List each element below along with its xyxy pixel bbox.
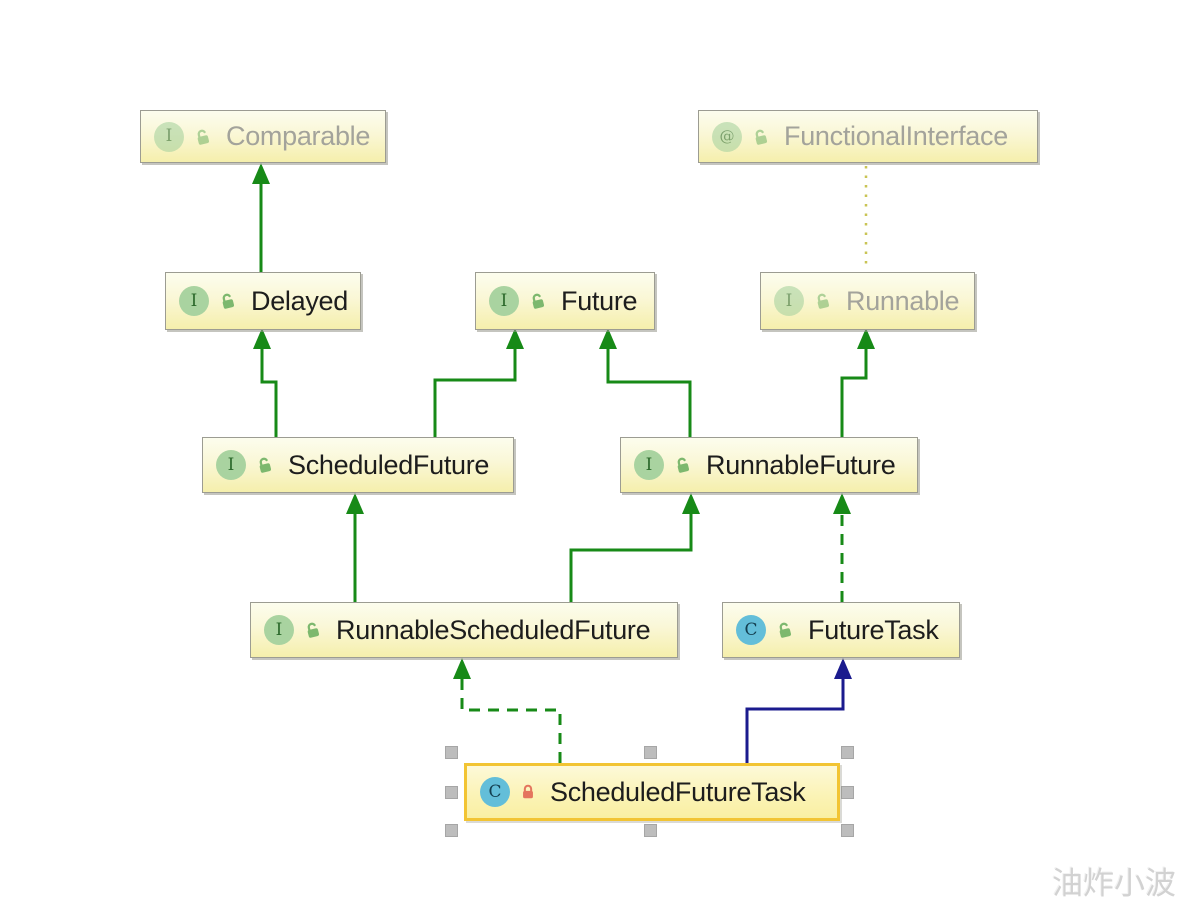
open-lock-icon <box>775 619 795 641</box>
open-lock-icon <box>813 290 833 312</box>
interface-icon: I <box>634 450 664 480</box>
arrowhead-delayed-comparable <box>252 163 270 184</box>
interface-icon: I <box>489 286 519 316</box>
interface-icon: I <box>154 121 184 152</box>
node-label: ScheduledFutureTask <box>550 776 806 807</box>
open-lock-icon <box>303 619 323 641</box>
arrowhead-futuretask-runnablefuture <box>833 493 851 514</box>
watermark-text: 油炸小波 <box>1052 866 1176 901</box>
annotation-icon: @ <box>712 121 742 152</box>
interface-icon: I <box>179 286 209 316</box>
class-icon: C <box>480 777 510 807</box>
node-runnable[interactable]: I Runnable <box>760 272 975 330</box>
arrowhead-sft-rsf <box>453 658 471 679</box>
selection-handle-mid-right[interactable] <box>841 786 854 799</box>
node-delayed[interactable]: I Delayed <box>165 272 361 330</box>
arrowhead-runnablefuture-runnable <box>857 328 875 349</box>
arrowhead-scheduledfuture-delayed <box>253 328 271 349</box>
class-icon: C <box>736 615 766 645</box>
node-functional-interface[interactable]: @ FunctionalInterface <box>698 110 1038 163</box>
interface-icon: I <box>774 286 804 316</box>
node-label: ScheduledFuture <box>288 449 490 480</box>
edge-sft-rsf <box>460 679 562 763</box>
node-label: Runnable <box>846 285 960 316</box>
node-label: Comparable <box>226 121 371 151</box>
node-label: Future <box>561 285 638 316</box>
arrowhead-scheduledfuture-future <box>506 328 524 349</box>
edge-runnablefuture-runnable <box>840 349 868 437</box>
arrowhead-rsf-runnablefuture <box>682 493 700 514</box>
arrowhead-runnablefuture-future <box>599 328 617 349</box>
selection-handle-bottom-left[interactable] <box>445 824 458 837</box>
node-label: RunnableFuture <box>706 449 896 480</box>
arrowhead-sft-futuretask <box>834 658 852 679</box>
arrowhead-rsf-scheduledfuture <box>346 493 364 514</box>
node-runnable-scheduled-future[interactable]: I RunnableScheduledFuture <box>250 602 678 658</box>
selection-handle-top-right[interactable] <box>841 746 854 759</box>
selection-handle-bottom-center[interactable] <box>644 824 657 837</box>
node-scheduled-future[interactable]: I ScheduledFuture <box>202 437 514 493</box>
node-future[interactable]: I Future <box>475 272 655 330</box>
interface-icon: I <box>264 615 294 645</box>
selection-handle-top-left[interactable] <box>445 746 458 759</box>
edge-runnablefuture-future <box>606 349 692 437</box>
open-lock-icon <box>528 290 548 312</box>
node-runnable-future[interactable]: I RunnableFuture <box>620 437 918 493</box>
open-lock-icon <box>255 454 275 476</box>
edge-rsf-runnablefuture <box>569 514 693 602</box>
edge-sft-futuretask <box>745 679 845 763</box>
selection-handle-top-center[interactable] <box>644 746 657 759</box>
selection-handle-mid-left[interactable] <box>445 786 458 799</box>
edge-scheduledfuture-delayed <box>260 349 278 437</box>
node-label: FunctionalInterface <box>784 121 1008 151</box>
edge-scheduledfuture-future <box>433 349 517 437</box>
node-label: RunnableScheduledFuture <box>336 614 651 645</box>
selection-handle-bottom-right[interactable] <box>841 824 854 837</box>
node-label: FutureTask <box>808 614 939 645</box>
node-scheduled-future-task[interactable]: C ScheduledFutureTask <box>464 763 840 821</box>
open-lock-icon <box>751 126 771 148</box>
private-lock-icon <box>519 781 537 803</box>
node-comparable[interactable]: I Comparable <box>140 110 386 163</box>
open-lock-icon <box>193 126 213 148</box>
node-label: Delayed <box>251 285 348 316</box>
open-lock-icon <box>218 290 238 312</box>
open-lock-icon <box>673 454 693 476</box>
interface-icon: I <box>216 450 246 480</box>
node-future-task[interactable]: C FutureTask <box>722 602 960 658</box>
